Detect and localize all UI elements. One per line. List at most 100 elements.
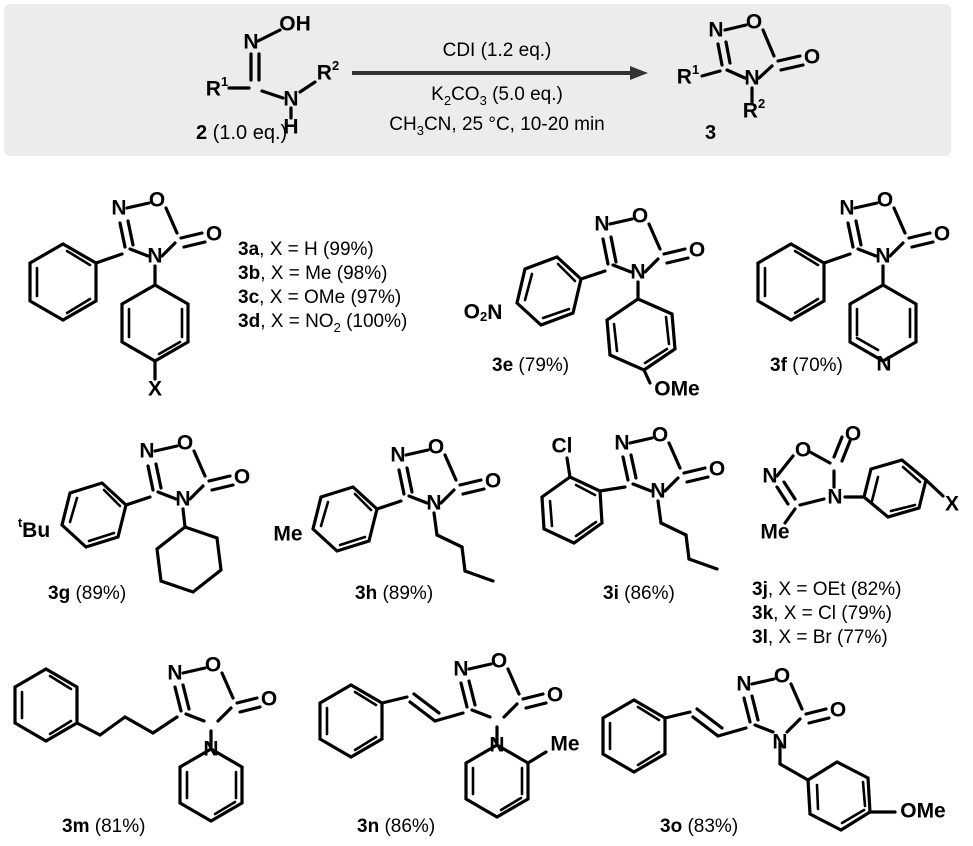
entry-3d-sep: , X = NO: [260, 311, 334, 332]
reactant-caption-bold: 2: [196, 122, 208, 144]
entry-3c-sep: ,: [259, 287, 270, 308]
atom-label-3f-o1: O: [877, 189, 893, 212]
atom-label-3h-n2: N: [390, 444, 405, 467]
entry-3j-tag: 3j: [752, 579, 768, 600]
atom-label-3f-n4: N: [875, 245, 890, 268]
atom-label-r2: R2: [317, 58, 339, 84]
entry-3b-tag: 3b: [238, 263, 261, 284]
caption-3n-yield: (86%): [384, 816, 436, 837]
entry-3b-yield: (98%): [336, 263, 388, 284]
atom-label-3f-pyridine-n: N: [876, 353, 891, 376]
structure-3a-3d: N O O N X: [28, 189, 222, 401]
caption-3i-yield: (86%): [624, 583, 675, 604]
atom-label-n2-ring: N: [708, 19, 723, 42]
caption-3o-tag: 3o: [660, 816, 683, 837]
atom-label-3g-n4: N: [175, 488, 190, 511]
caption-3e-tag: 3e: [492, 355, 514, 376]
atom-label-3h-o-exo: O: [485, 470, 501, 493]
caption-3h: 3h (89%): [355, 583, 433, 605]
entry-3c-yield: (97%): [350, 287, 402, 308]
entry-3j-sub: X = OEt: [778, 579, 846, 600]
entry-3d: 3d, X = NO2 (100%): [238, 310, 407, 340]
atom-label-product-r2: R2: [743, 96, 765, 122]
entry-3j: 3j, X = OEt (82%): [752, 578, 901, 602]
atom-label-3j-x: X: [945, 493, 959, 516]
entry-3b-sep: ,: [260, 263, 271, 284]
entry-3l-tag: 3l: [752, 627, 768, 648]
atom-label-3n-n2: N: [453, 658, 468, 681]
base-formula-k: K: [431, 84, 444, 105]
atom-label-3f-o-exo: O: [934, 223, 950, 246]
atom-label-3e-o-exo: O: [689, 239, 705, 262]
caption-3g: 3g (89%): [48, 583, 126, 605]
entry-3d-tag: 3d: [238, 311, 261, 332]
structure-3o: N O O N OMe: [601, 665, 946, 832]
structure-3j-3l: Me O O N N X: [760, 423, 959, 544]
structure-3g: tBu N O O N: [18, 432, 250, 594]
structure-3m: N O O N: [13, 654, 277, 823]
atom-label-3j-o1: O: [795, 439, 811, 462]
atom-label-3e-ome: OMe: [654, 378, 700, 401]
caption-3f-tag: 3f: [770, 355, 787, 376]
solvent-ch: CH: [389, 114, 417, 135]
atom-label-product-r1: R1: [677, 62, 699, 88]
caption-3e-yield: (79%): [518, 355, 570, 376]
atom-label-3n-me: Me: [550, 733, 579, 756]
entry-3a-yield: (99%): [323, 239, 374, 260]
caption-3i: 3i (86%): [603, 583, 675, 605]
atom-label-3o-n4: N: [772, 731, 787, 754]
atom-label-3g-o-exo: O: [234, 466, 250, 489]
atom-label-3m-o-exo: O: [261, 688, 277, 711]
atom-label-3n-n4: N: [489, 734, 504, 757]
caption-3g-yield: (89%): [75, 583, 127, 604]
entry-3c: 3c, X = OMe (97%): [238, 286, 407, 310]
caption-3m: 3m (81%): [62, 816, 145, 838]
atom-label-3i-cl: Cl: [552, 435, 573, 458]
entry-3k: 3k, X = Cl (79%): [752, 602, 901, 626]
atom-label-3o-o-exo: O: [830, 699, 846, 722]
atom-label-n4-ring: N: [744, 67, 759, 90]
atom-label-3g-n2: N: [139, 440, 154, 463]
atom-label-3m-o1: O: [205, 654, 221, 677]
caption-3f-yield: (70%): [792, 355, 843, 376]
product-caption: 3: [705, 122, 717, 144]
atom-label-3m-n4: N: [203, 738, 218, 761]
atom-label-3h-n4: N: [426, 492, 441, 515]
atom-label-n2: N: [283, 88, 298, 111]
structure-3f: N O O N N: [756, 189, 950, 376]
atom-label-n: N: [243, 31, 258, 54]
atom-label-3h-o1: O: [428, 436, 444, 459]
atom-label-o2n: O2N: [464, 301, 503, 325]
entry-3a-sep: ,: [259, 239, 270, 260]
caption-3f: 3f (70%): [770, 355, 843, 377]
caption-3e: 3e (79%): [492, 355, 569, 377]
atom-label-3i-n2: N: [614, 432, 629, 455]
structure-3h: Me N O O N: [273, 436, 501, 583]
atom-label-3m-n2: N: [167, 662, 182, 685]
entry-3b: 3b, X = Me (98%): [238, 262, 407, 286]
caption-3m-yield: (81%): [94, 816, 146, 837]
atom-label-3g-tbu: tBu: [18, 515, 50, 541]
caption-3i-tag: 3i: [603, 583, 619, 604]
atom-label-3n-o-exo: O: [547, 684, 563, 707]
atom-label-3e-n4: N: [630, 261, 645, 284]
base-formula-sub1: 2: [443, 92, 452, 108]
entry-3l-sub: X = Br: [778, 627, 832, 648]
entry-3a: 3a, X = H (99%): [238, 238, 407, 262]
atom-label-3e-n2: N: [594, 213, 609, 236]
entry-3a-sub: X = H: [269, 239, 318, 260]
entry-3l: 3l, X = Br (77%): [752, 626, 901, 650]
atom-label-oh: OH: [279, 13, 311, 36]
entry-3l-sep: ,: [767, 627, 779, 648]
caption-3g-tag: 3g: [48, 583, 71, 604]
atom-label-3j-n2: N: [762, 465, 777, 488]
entry-3c-tag: 3c: [238, 287, 260, 308]
entry-3l-yield: (77%): [837, 627, 888, 648]
entry-3k-tag: 3k: [752, 603, 774, 624]
atom-label-n4: N: [147, 245, 162, 268]
caption-3o: 3o (83%): [660, 816, 738, 838]
caption-3o-yield: (83%): [687, 816, 739, 837]
caption-3n-tag: 3n: [357, 816, 380, 837]
structure-3e: O2N N O O N OMe: [464, 205, 706, 401]
